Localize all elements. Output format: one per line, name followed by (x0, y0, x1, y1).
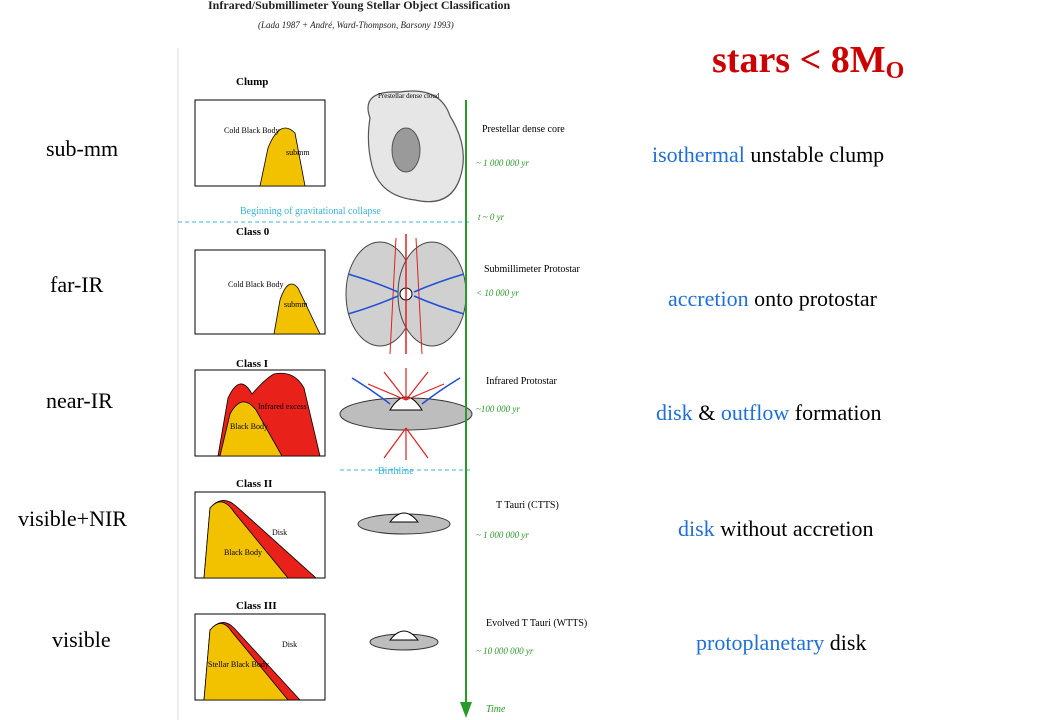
row-class-iii (194, 613, 439, 701)
class-label-clump: Clump (236, 76, 269, 88)
curve-label-class-i: Black Body (230, 422, 268, 431)
headline-subscript: O (885, 58, 905, 84)
band-label-visible-nir: visible+NIR (18, 506, 127, 531)
band-label-far-ir: far-IR (50, 272, 104, 297)
desc-highlight: disk (656, 400, 693, 425)
classification-figure (177, 48, 473, 720)
age-label-class-ii: ~ 1 000 000 yr (476, 530, 529, 540)
desc-row-2: accretion onto protostar (668, 286, 877, 312)
desc-rest: disk (824, 630, 867, 655)
band-label-submm: sub-mm (46, 136, 119, 161)
desc-rest: without accretion (714, 516, 874, 541)
curve-label2-class-i: Infrared excess (258, 402, 307, 411)
row-class-ii (194, 491, 451, 579)
object-label-class-iii: Evolved T Tauri (WTTS) (486, 618, 588, 629)
desc-row-1: isothermal unstable clump (652, 142, 884, 168)
desc-mid: & (692, 400, 721, 425)
desc-highlight-2: outflow (720, 400, 790, 425)
class-label-class-iii: Class III (236, 600, 277, 612)
class-label-class-0: Class 0 (236, 226, 270, 238)
age-label-clump: ~ 1 000 000 yr (476, 158, 529, 168)
age-label-class-i: ~100 000 yr (476, 404, 520, 414)
desc-highlight: disk (678, 516, 715, 541)
curve-label-class-iii: Stellar Black Body (208, 660, 269, 669)
curve-label-class-0: Cold Black Body (228, 280, 284, 289)
desc-rest: unstable clump (744, 142, 885, 167)
band-label-visible: visible (52, 627, 111, 652)
curve-label2-class-0: submm (284, 300, 308, 309)
desc-highlight: accretion (668, 286, 749, 311)
desc-highlight: protoplanetary (696, 630, 825, 655)
age-label-class-0: < 10 000 yr (476, 288, 519, 298)
figure-subtitle: (Lada 1987 + André, Ward-Thompson, Barso… (258, 20, 454, 30)
age-label-class-iii: ~ 10 000 000 yr (476, 646, 534, 656)
desc-row-3: disk & outflow formation (656, 400, 882, 426)
row-class-i (194, 368, 473, 471)
curve-label2-class-ii: Disk (272, 528, 288, 537)
row-clump (178, 90, 470, 223)
object-label-class-0: Submillimeter Protostar (484, 264, 580, 275)
t0-marker: t ~ 0 yr (478, 212, 505, 222)
collapse-marker: Beginning of gravitational collapse (240, 206, 381, 217)
sketch-label-clump: Prestellar dense cloud (378, 92, 440, 100)
band-label-near-ir: near-IR (46, 388, 113, 413)
birthline-marker: Birthline (378, 466, 414, 477)
figure-title: Infrared/Submillimeter Young Stellar Obj… (208, 0, 511, 12)
desc-rest: formation (789, 400, 882, 425)
class-label-class-ii: Class II (236, 478, 273, 490)
desc-highlight: isothermal (652, 142, 745, 167)
object-label-class-ii: T Tauri (CTTS) (496, 500, 559, 511)
desc-row-4: disk without accretion (678, 516, 874, 542)
curve-label-class-ii: Black Body (224, 548, 262, 557)
desc-row-5: protoplanetary disk (696, 630, 866, 656)
time-axis-label: Time (486, 704, 506, 715)
desc-rest: onto protostar (748, 286, 877, 311)
curve-label2-class-iii: Disk (282, 640, 298, 649)
object-label-clump: Prestellar dense core (482, 124, 565, 135)
curve-label-clump: Cold Black Body (224, 126, 280, 135)
curve-label2-clump: submm (286, 148, 310, 157)
object-label-class-i: Infrared Protostar (486, 376, 557, 387)
headline: stars < 8MO (712, 38, 904, 85)
headline-text: stars < 8M (712, 39, 886, 81)
row-class-0 (194, 234, 467, 355)
class-label-class-i: Class I (236, 358, 269, 370)
